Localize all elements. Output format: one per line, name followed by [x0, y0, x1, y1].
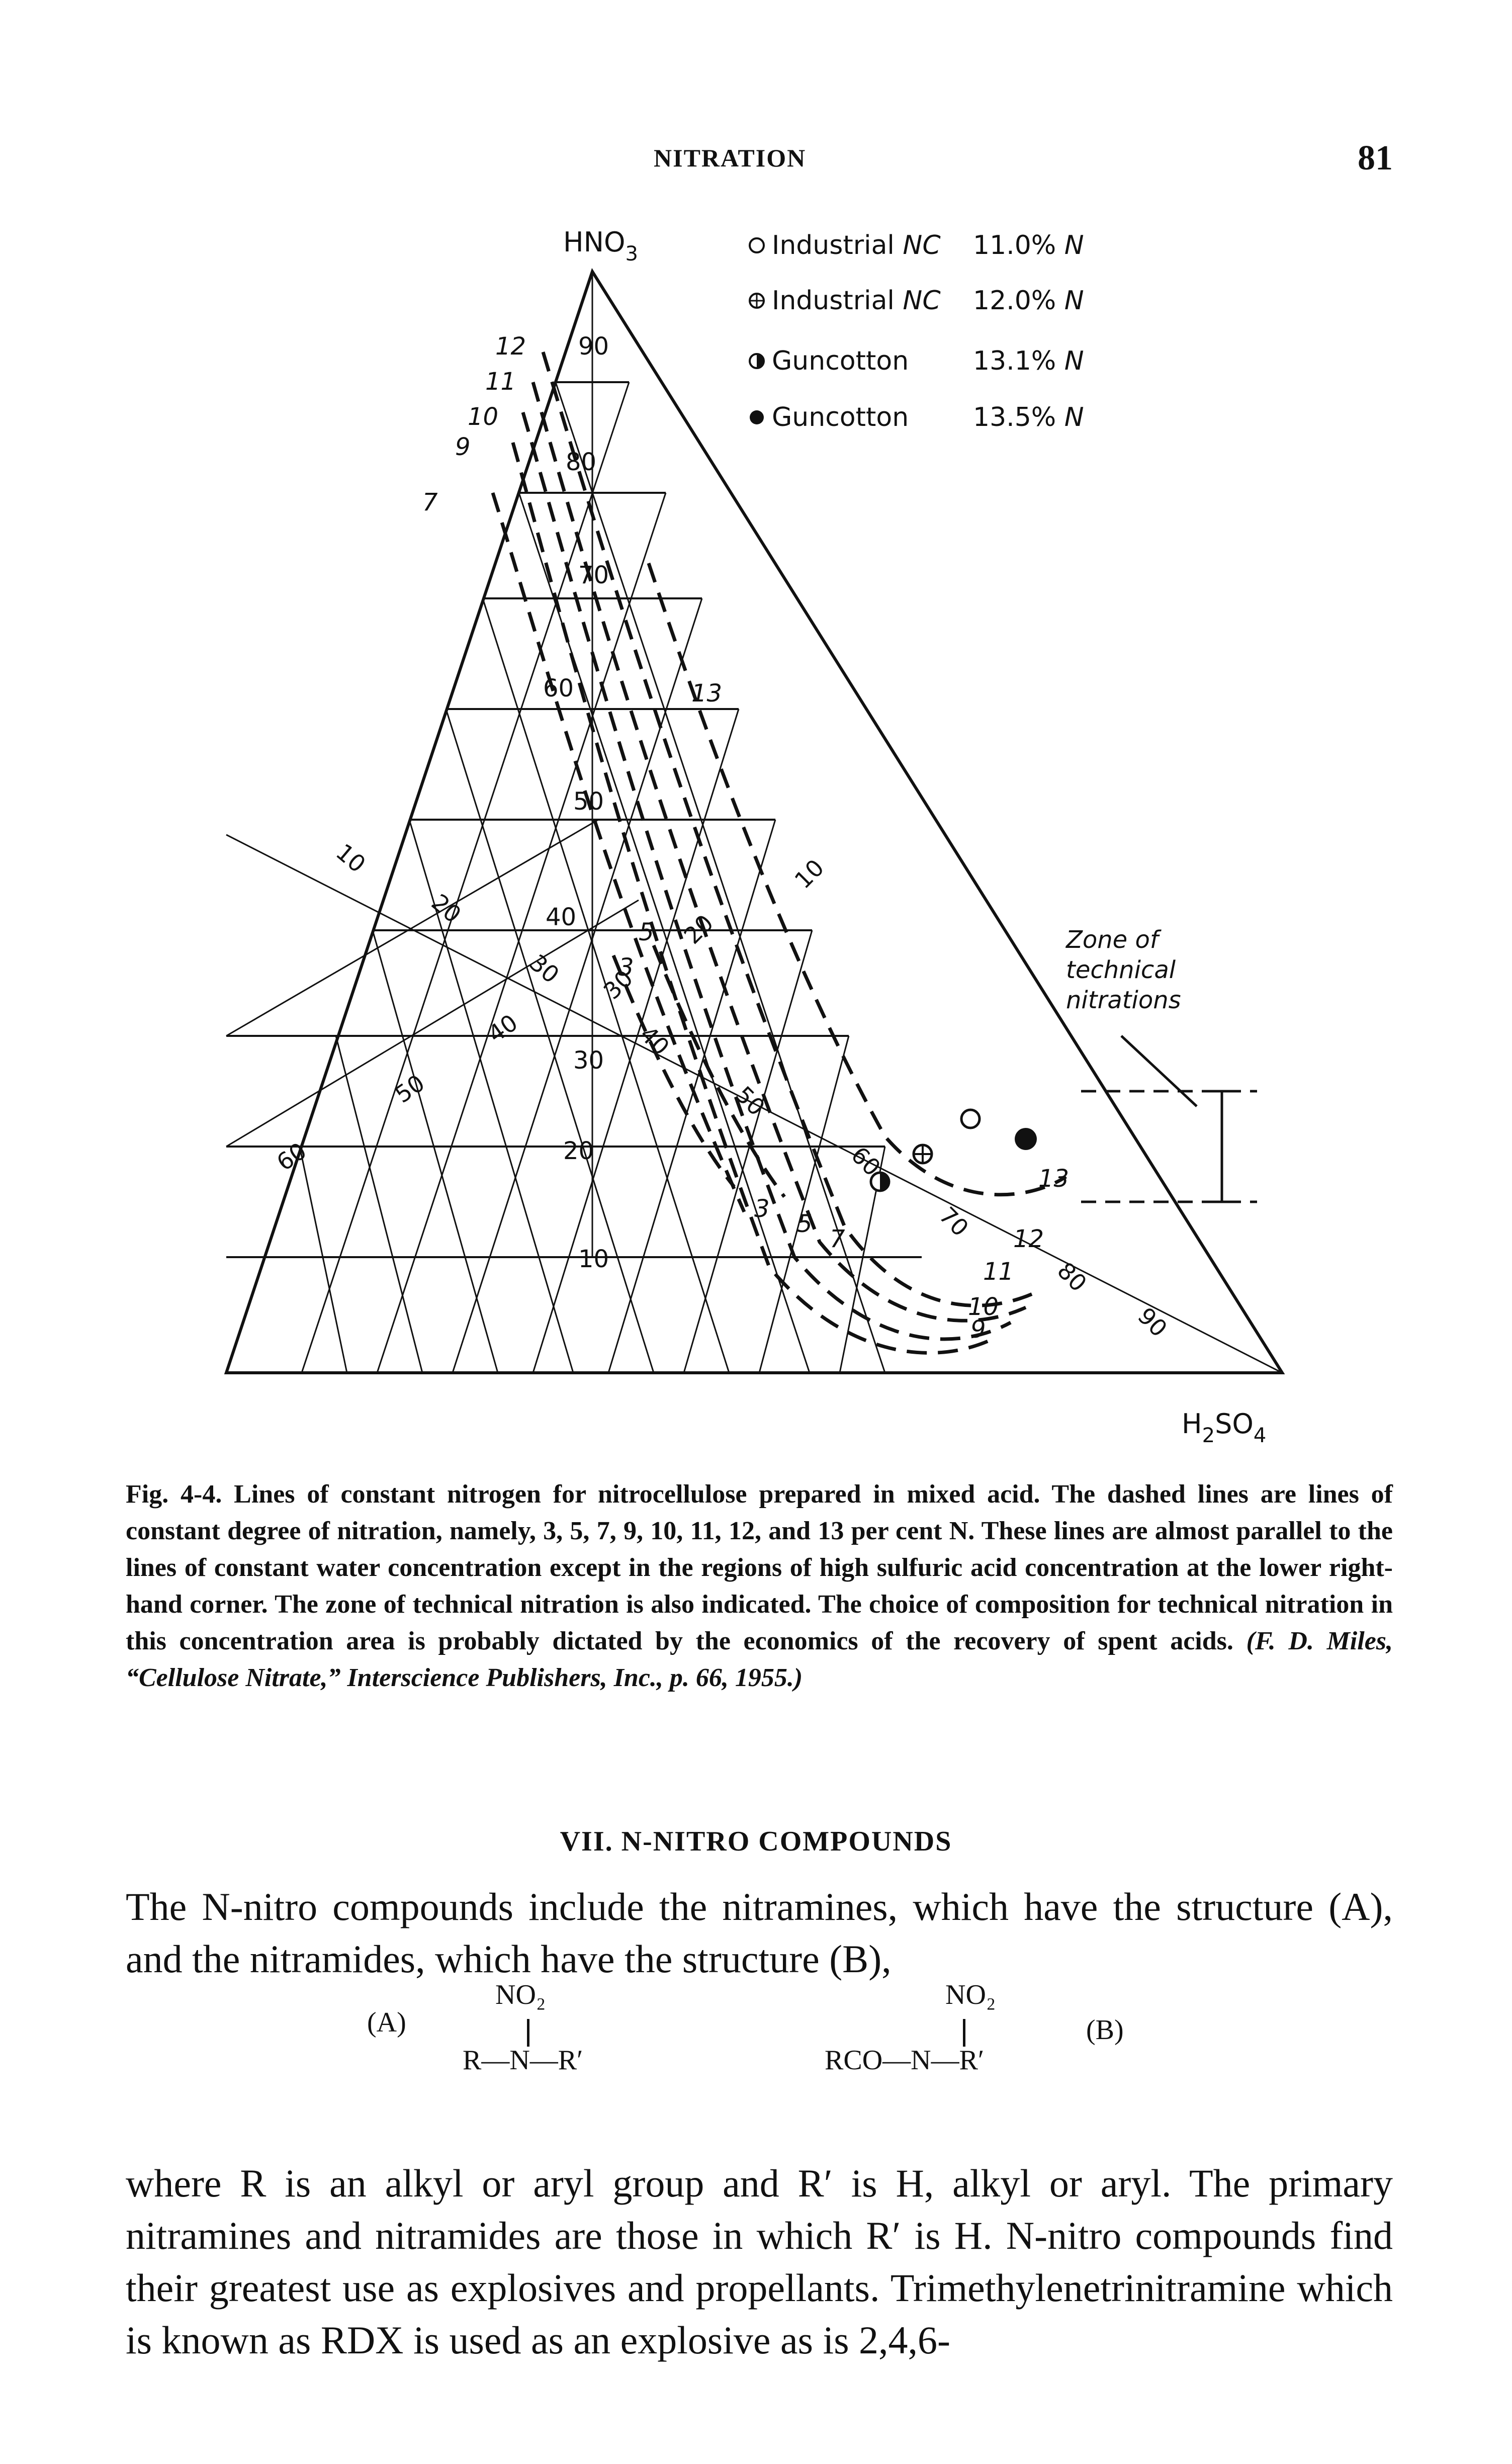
svg-text:50: 50 — [390, 1069, 429, 1108]
caption-citation: (F. D. Miles, “Cellulose Nitrate,” Inter… — [126, 1627, 1393, 1692]
point-open-circle — [960, 1108, 981, 1129]
running-title: NITRATION — [654, 144, 807, 172]
svg-text:10: 10 — [331, 838, 371, 878]
svg-text:40: 40 — [546, 903, 576, 931]
svg-text:60: 60 — [543, 674, 574, 702]
svg-text:technical: technical — [1066, 956, 1176, 984]
structure-a-bottom: R—N—R′ — [463, 2045, 583, 2076]
svg-text:80: 80 — [566, 448, 596, 476]
data-points — [869, 1108, 1037, 1192]
nitrogen-curves — [491, 351, 1067, 1355]
svg-text:3: 3 — [754, 1195, 770, 1223]
svg-text:50: 50 — [730, 1081, 770, 1121]
svg-text:70: 70 — [934, 1202, 974, 1242]
svg-text:7: 7 — [830, 1225, 845, 1253]
svg-text:7: 7 — [422, 488, 438, 516]
curve-labels: 12 11 10 9 7 13 3 5 7 3 5 12 11 10 9 13 — [422, 332, 1069, 1344]
svg-text:11.0% N: 11.0% N — [973, 230, 1084, 260]
svg-text:11: 11 — [485, 368, 516, 396]
svg-text:90: 90 — [578, 332, 609, 361]
svg-text:10: 10 — [968, 1293, 999, 1321]
legend-item: Industrial NC 11.0% N — [749, 230, 1084, 260]
svg-text:90: 90 — [1132, 1302, 1173, 1343]
page-number: 81 — [1358, 139, 1393, 178]
svg-text:30: 30 — [524, 949, 565, 989]
svg-text:nitrations: nitrations — [1066, 986, 1181, 1014]
structure-b-bond — [963, 2019, 965, 2047]
svg-text:13.5% N: 13.5% N — [973, 402, 1084, 432]
svg-text:9: 9 — [455, 433, 471, 461]
svg-text:5: 5 — [639, 918, 654, 946]
svg-text:3: 3 — [618, 953, 634, 982]
svg-text:13: 13 — [691, 679, 722, 708]
svg-text:11: 11 — [983, 1258, 1014, 1286]
legend: Industrial NC 11.0% N Industrial NC 12.0… — [749, 230, 1084, 432]
svg-text:20: 20 — [679, 909, 719, 949]
legend-item: Industrial NC 12.0% N — [749, 286, 1084, 316]
apex-hno3: HNO3 — [563, 226, 638, 266]
structure-a-bond — [527, 2019, 529, 2047]
legend-item: Guncotton 13.1% N — [749, 346, 1084, 376]
structure-a-label: (A) — [367, 2007, 406, 2038]
figure-caption: Fig. 4-4. Lines of constant nitrogen for… — [126, 1476, 1393, 1696]
structure-a-top: NO₂ — [495, 1979, 546, 2010]
svg-text:10: 10 — [789, 854, 830, 894]
water-ticks: 10 20 30 40 50 60 — [272, 838, 564, 1176]
svg-text:5: 5 — [797, 1210, 813, 1238]
svg-text:13.1% N: 13.1% N — [973, 346, 1084, 376]
section-heading: VII. N-NITRO COMPOUNDS — [560, 1826, 952, 1857]
figure-label: Fig. 4-4. — [126, 1480, 222, 1509]
structure-b-top: NO₂ — [945, 1979, 996, 2010]
svg-text:Guncotton: Guncotton — [772, 346, 909, 376]
filled-circle-icon — [750, 410, 764, 424]
svg-text:Zone of: Zone of — [1065, 926, 1162, 954]
svg-text:60: 60 — [272, 1137, 311, 1176]
svg-text:Industrial NC: Industrial NC — [772, 286, 941, 316]
svg-text:12.0% N: 12.0% N — [973, 286, 1084, 316]
open-circle-icon — [749, 237, 765, 253]
zone-label: Zone of technical nitrations — [1065, 926, 1181, 1014]
svg-text:12: 12 — [495, 332, 526, 361]
svg-text:80: 80 — [1052, 1257, 1092, 1297]
paragraph-1: The N-nitro compounds include the nitram… — [126, 1885, 1393, 1981]
hno3-ticks: 90 80 70 60 50 40 30 20 10 — [543, 332, 609, 1273]
structure-b-bottom: RCO—N—R′ — [825, 2045, 985, 2076]
structure-b-label: (B) — [1086, 2014, 1124, 2046]
zone-bracket — [1081, 1035, 1257, 1203]
svg-text:20: 20 — [563, 1137, 594, 1165]
svg-text:Guncotton: Guncotton — [772, 402, 909, 432]
svg-text:9: 9 — [970, 1315, 986, 1344]
svg-text:Industrial NC: Industrial NC — [772, 230, 941, 260]
legend-item: Guncotton 13.5% N — [750, 402, 1084, 432]
svg-text:10: 10 — [468, 403, 498, 431]
svg-text:50: 50 — [573, 787, 604, 816]
grid-horizontal — [226, 381, 922, 1258]
svg-text:13: 13 — [1038, 1165, 1069, 1193]
ternary-diagram: HNO3 H2SO4 Industrial NC 11.0% N Industr… — [224, 226, 1285, 1447]
caption-text: Lines of constant nitrogen for nitrocell… — [126, 1480, 1393, 1655]
paragraph-2: where R is an alkyl or aryl group and R′… — [126, 2161, 1393, 2362]
svg-text:12: 12 — [1013, 1225, 1044, 1253]
svg-text:10: 10 — [578, 1245, 609, 1273]
svg-text:40: 40 — [483, 1009, 522, 1048]
svg-text:30: 30 — [573, 1046, 604, 1075]
point-filled-circle — [1015, 1128, 1037, 1150]
svg-text:70: 70 — [578, 561, 609, 589]
apex-h2so4: H2SO4 — [1182, 1408, 1266, 1447]
